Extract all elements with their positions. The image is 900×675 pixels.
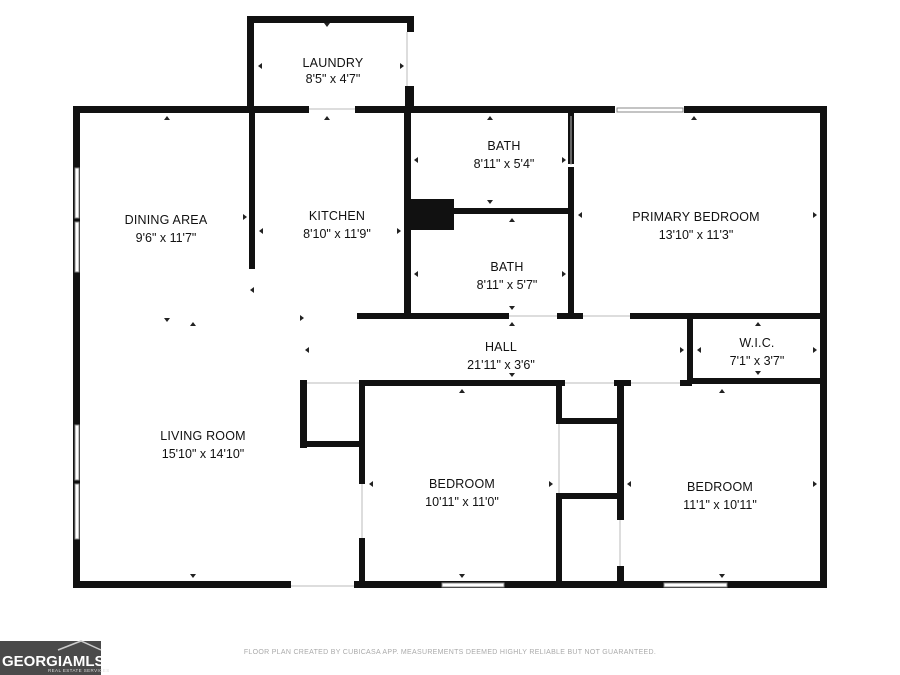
room-name: KITCHEN: [309, 209, 365, 223]
room-dimensions: 9'6" x 11'7": [136, 231, 197, 245]
windows: [74, 107, 728, 588]
room-dimensions: 7'1" x 3'7": [730, 354, 785, 368]
window: [441, 582, 505, 588]
logo-background: [0, 641, 101, 675]
room-dimensions: 8'11" x 5'7": [477, 278, 538, 292]
room-label-bedroom: BEDROOM 11'1" x 10'11": [683, 480, 757, 512]
window: [74, 167, 80, 219]
room-name: HALL: [485, 340, 517, 354]
georgia-mls-logo: GEORGIAMLS REAL ESTATE SERVICES: [0, 640, 110, 675]
room-label-wic: W.I.C. 7'1" x 3'7": [730, 336, 785, 368]
room-dimensions: 11'1" x 10'11": [683, 498, 757, 512]
room-name: LAUNDRY: [303, 56, 364, 70]
window: [74, 424, 80, 481]
room-dimensions: 10'11" x 11'0": [425, 495, 499, 509]
logo-tagline: REAL ESTATE SERVICES: [48, 668, 110, 673]
logo-roof-icon: [57, 640, 102, 651]
room-label-laundry: LAUNDRY 8'5" x 4'7": [303, 56, 364, 86]
window: [74, 221, 80, 273]
room-name: BEDROOM: [429, 477, 495, 491]
room-label-living-room: LIVING ROOM 15'10" x 14'10": [160, 429, 246, 461]
room-dimensions: 15'10" x 14'10": [162, 447, 244, 461]
room-dimensions: 8'10" x 11'9": [303, 227, 371, 241]
room-dimensions: 13'10" x 11'3": [659, 228, 734, 242]
room-label-primary-bedroom: PRIMARY BEDROOM 13'10" x 11'3": [632, 210, 760, 242]
room-label-hall: HALL 21'11" x 3'6": [467, 340, 535, 372]
dimension-ticks: [164, 23, 817, 578]
doorways: [291, 32, 680, 587]
room-name: LIVING ROOM: [160, 429, 246, 443]
room-name: BEDROOM: [687, 480, 753, 494]
room-name: BATH: [487, 139, 520, 153]
disclaimer-text: FLOOR PLAN CREATED BY CUBICASA APP. MEAS…: [244, 649, 656, 656]
window: [616, 107, 684, 113]
room-name: W.I.C.: [739, 336, 774, 350]
room-dimensions: 21'11" x 3'6": [467, 358, 535, 372]
walls: [73, 16, 827, 588]
room-label-dining-area: DINING AREA 9'6" x 11'7": [125, 213, 208, 245]
room-name: DINING AREA: [125, 213, 208, 227]
room-label-bath: BATH 8'11" x 5'4": [474, 139, 535, 171]
window: [74, 483, 80, 540]
room-name: BATH: [490, 260, 523, 274]
room-dimensions: 8'5" x 4'7": [306, 72, 361, 86]
room-label-bath: BATH 8'11" x 5'7": [477, 260, 538, 292]
room-label-kitchen: KITCHEN 8'10" x 11'9": [303, 209, 371, 241]
room-name: PRIMARY BEDROOM: [632, 210, 760, 224]
logo-name: GEORGIAMLS: [2, 653, 105, 670]
window: [663, 582, 728, 588]
room-dimensions: 8'11" x 5'4": [474, 157, 535, 171]
room-label-bedroom: BEDROOM 10'11" x 11'0": [425, 477, 499, 509]
